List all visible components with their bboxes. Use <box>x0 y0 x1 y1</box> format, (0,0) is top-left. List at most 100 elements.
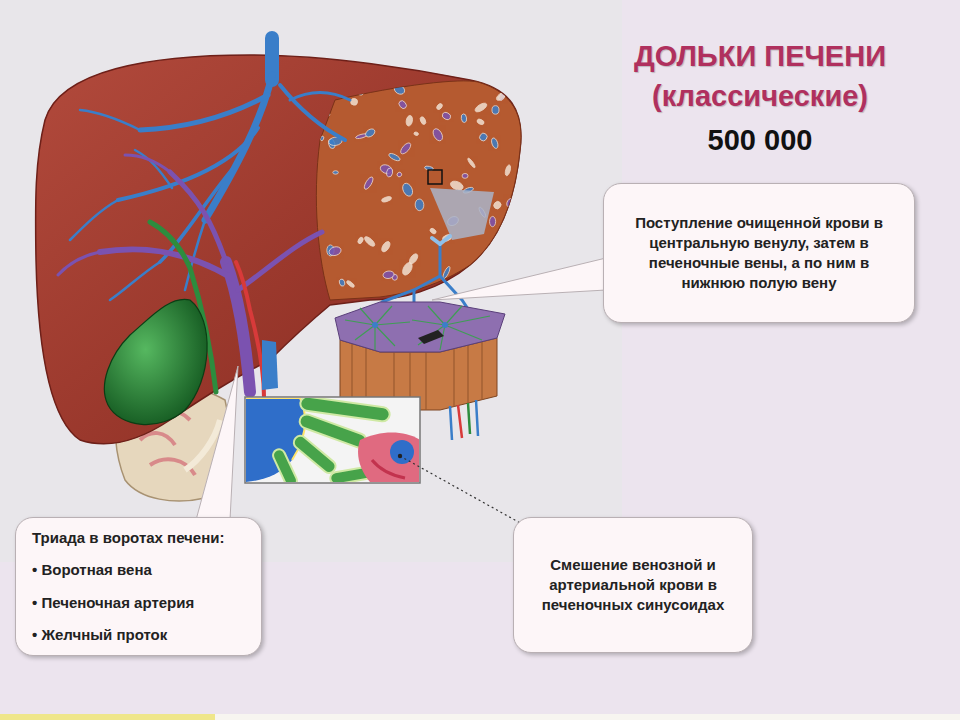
section-spot <box>505 84 518 97</box>
section-spot <box>495 91 507 102</box>
illustration-part <box>160 160 240 262</box>
section-spot <box>399 141 413 155</box>
section-spot <box>499 228 511 237</box>
liver-outline <box>36 55 521 444</box>
illustration-part <box>372 322 378 328</box>
leader-dot <box>398 454 402 458</box>
illustration-part <box>335 302 505 352</box>
section-spot <box>364 127 376 138</box>
callout-text: • Печеночная артерия <box>32 593 245 613</box>
leader-line <box>400 456 522 524</box>
section-spot <box>396 171 402 177</box>
section-spot <box>492 106 499 115</box>
section-spot <box>405 115 413 127</box>
callout-content: Триада в воротах печени:• Воротная вена•… <box>32 528 245 645</box>
section-spot <box>363 235 376 248</box>
illustration-part <box>70 110 160 300</box>
section-spot <box>419 116 427 125</box>
illustration-part <box>372 460 405 478</box>
callout-text: Поступление очищенной крови в центральну… <box>620 213 898 294</box>
illustration-part <box>358 433 419 483</box>
callout-content: Смешение венозной и артериальной крови в… <box>530 555 736 616</box>
illustration-part <box>100 249 232 278</box>
illustration-part <box>442 322 448 328</box>
section-spot <box>431 127 444 142</box>
callout-text: • Желчный проток <box>32 625 245 645</box>
section-spot <box>414 132 419 136</box>
bottom-strip <box>0 714 215 720</box>
illustration-part <box>418 330 444 344</box>
section-spot <box>504 164 511 176</box>
illustration-part <box>412 306 490 350</box>
section-spot <box>328 245 342 257</box>
section-spot <box>486 249 500 261</box>
callout-box: Поступление очищенной крови в центральну… <box>603 183 915 323</box>
section-spot <box>383 270 395 279</box>
sinusoid-inset <box>245 396 420 489</box>
section-spot <box>429 227 437 235</box>
section-spot <box>489 269 504 284</box>
callout-box: Триада в воротах печени:• Воротная вена•… <box>15 517 262 656</box>
section-spot <box>462 173 468 178</box>
illustration-part <box>291 433 338 475</box>
illustration-part <box>345 306 490 350</box>
section-spot <box>350 98 358 106</box>
section-spot <box>507 232 513 239</box>
illustration-part <box>140 95 268 130</box>
illustration-part <box>271 447 299 482</box>
bottom-strip <box>215 714 960 720</box>
section-spot <box>461 114 467 123</box>
hepatic-veins <box>70 38 350 300</box>
section-spot <box>363 176 375 191</box>
illustration-part <box>345 306 410 350</box>
illustration-part <box>382 244 440 302</box>
section-texture <box>316 83 523 300</box>
section-spot <box>380 240 392 253</box>
section-spot <box>415 199 424 211</box>
section-spot <box>441 111 452 121</box>
section-spot <box>478 132 488 143</box>
section-spot <box>408 252 420 265</box>
vena-cava <box>262 340 278 390</box>
callout-tail <box>196 366 238 520</box>
section-spot <box>386 167 394 177</box>
illustration-part <box>432 236 450 244</box>
section-wedge <box>430 188 494 240</box>
section-spot <box>437 285 444 292</box>
callout-box: Смешение венозной и артериальной крови в… <box>513 517 753 653</box>
hepatic-artery <box>236 262 264 398</box>
illustration-part <box>58 155 170 275</box>
callout-text: Смешение венозной и артериальной крови в… <box>530 555 736 616</box>
section-spot <box>474 101 488 113</box>
central-vein-tree <box>382 236 470 312</box>
section-spot <box>354 87 365 96</box>
section-spot <box>401 182 415 198</box>
section-spot <box>316 279 324 287</box>
illustration-part <box>246 398 419 482</box>
section-spot <box>393 83 407 96</box>
section-spot <box>357 236 364 244</box>
section-spot <box>325 112 331 117</box>
slide-title: ДОЛЬКИ ПЕЧЕНИ (классические) <box>600 36 920 116</box>
section-spot <box>346 280 355 289</box>
picture-ground <box>0 0 622 562</box>
section-spot <box>338 278 345 286</box>
section-spot <box>489 216 495 226</box>
section-spot <box>388 152 401 162</box>
count-label: 500 000 <box>640 124 880 157</box>
section-spot <box>436 103 444 111</box>
callout-tail <box>432 258 606 300</box>
section-spot <box>467 157 476 168</box>
section-spot <box>333 171 339 175</box>
liver-section <box>316 81 521 300</box>
section-spot <box>505 197 517 210</box>
section-spot <box>476 118 485 125</box>
illustration-part <box>238 232 322 290</box>
callout-text: • Воротная вена <box>32 560 245 580</box>
section-spot <box>515 99 523 104</box>
illustration-part <box>290 93 350 101</box>
section-spot <box>490 137 499 149</box>
illustration-part <box>390 440 414 464</box>
